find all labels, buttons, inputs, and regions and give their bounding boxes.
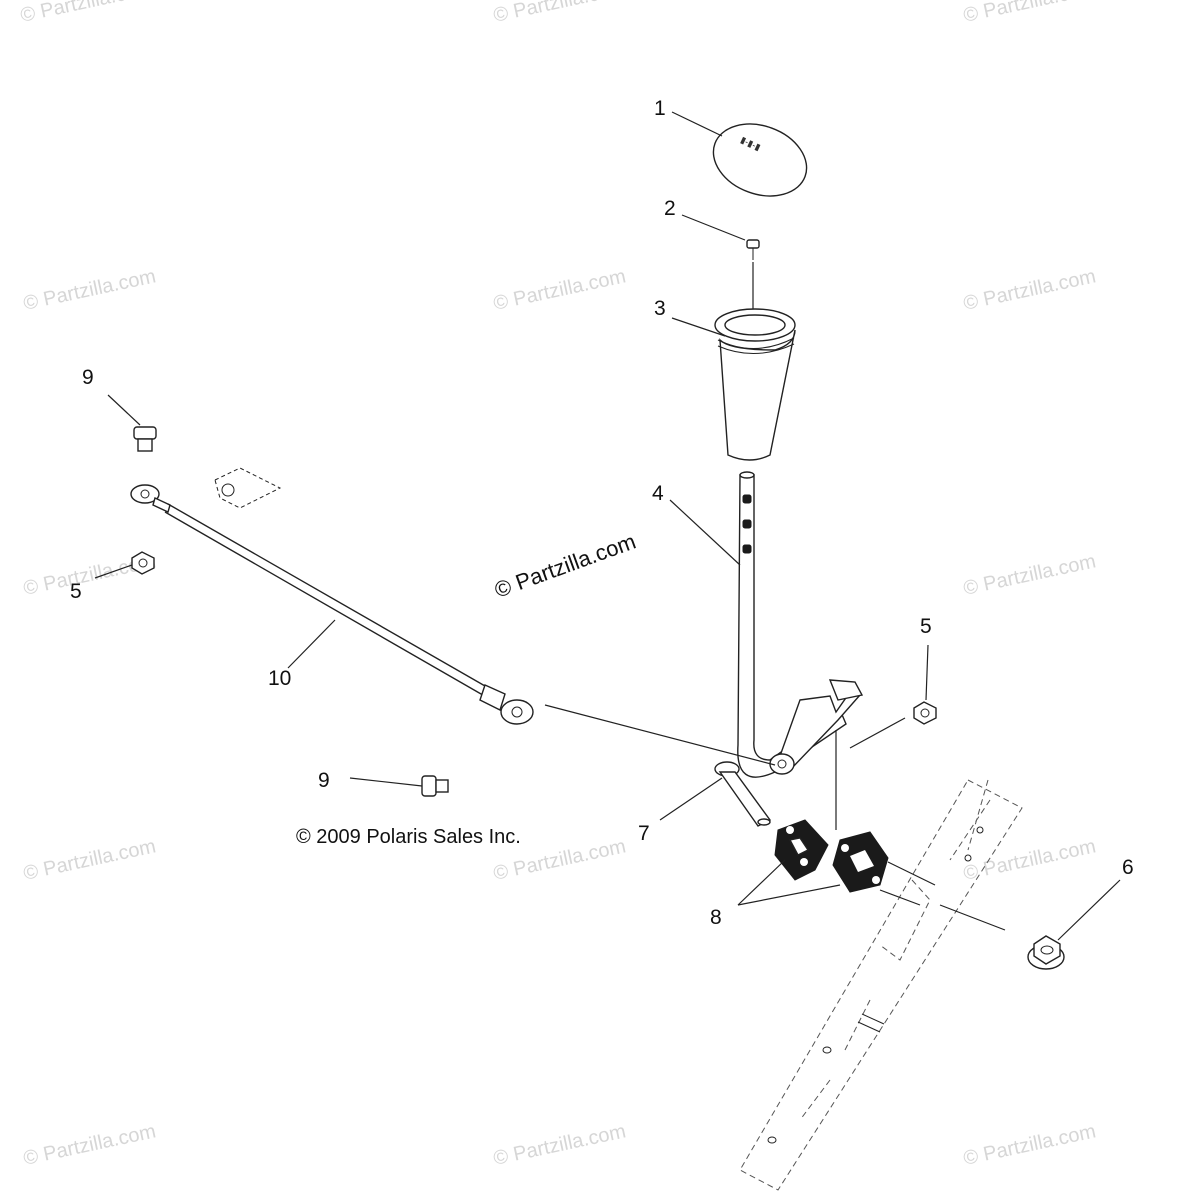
callout-10: 10 xyxy=(268,667,291,690)
nut-left-part xyxy=(131,551,155,575)
watermark: © Partzilla.com xyxy=(21,265,157,315)
bolt-top-part xyxy=(133,426,157,452)
shift-knob-part xyxy=(714,308,796,461)
callout-5-left: 5 xyxy=(70,580,82,603)
linkage-rod-part xyxy=(130,467,776,766)
screw-part xyxy=(746,239,760,318)
callout-7: 7 xyxy=(638,822,650,845)
watermark: © Partzilla.com xyxy=(21,835,157,885)
callout-5-right: 5 xyxy=(920,615,932,638)
center-watermark: © Partzilla.com xyxy=(491,529,639,603)
callout-6: 6 xyxy=(1122,856,1134,879)
watermark: © Partzilla.com xyxy=(961,550,1097,600)
pivot-bolt-part xyxy=(714,761,772,827)
copyright-notice: © 2009 Polaris Sales Inc. xyxy=(296,826,521,848)
watermark-layer: © Partzilla.com © Partzilla.com © Partzi… xyxy=(18,0,1097,1170)
callout-9-middle: 9 xyxy=(318,769,330,792)
frame-phantom xyxy=(739,779,1023,1191)
callout-8: 8 xyxy=(710,906,722,929)
watermark: © Partzilla.com xyxy=(961,0,1097,27)
watermark: © Partzilla.com xyxy=(491,0,627,27)
bolt-middle-part xyxy=(421,775,449,797)
watermark: © Partzilla.com xyxy=(491,1120,627,1170)
callouts: 1 2 3 4 5 6 7 8 9 5 10 9 xyxy=(70,97,1134,929)
watermark: © Partzilla.com xyxy=(961,265,1097,315)
nut-right-part xyxy=(849,701,937,749)
callout-4: 4 xyxy=(652,482,664,505)
callout-2: 2 xyxy=(664,197,676,220)
shift-lever-part xyxy=(737,471,864,830)
watermark: © Partzilla.com xyxy=(18,0,154,27)
knob-cap-part: ▮-▮-▮ xyxy=(712,123,808,197)
watermark: © Partzilla.com xyxy=(961,835,1097,885)
leader-lines xyxy=(94,111,1121,941)
watermark: © Partzilla.com xyxy=(491,265,627,315)
callout-3: 3 xyxy=(654,297,666,320)
watermark: © Partzilla.com xyxy=(21,1120,157,1170)
callout-9-top: 9 xyxy=(82,366,94,389)
bushing-blocks-part xyxy=(774,819,1006,931)
flange-nut-part xyxy=(1027,935,1065,970)
callout-1: 1 xyxy=(654,97,666,120)
watermark: © Partzilla.com xyxy=(961,1120,1097,1170)
